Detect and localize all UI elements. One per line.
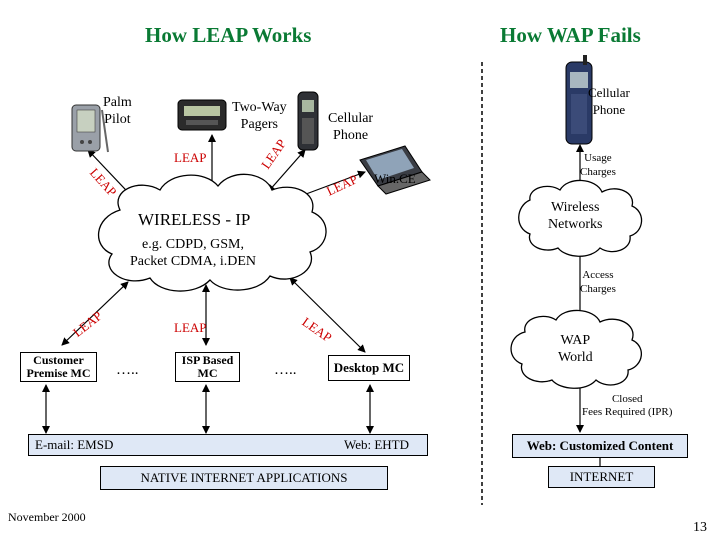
ellipsis-left: ….. [116,362,139,378]
customized-content-label: Web: Customized Content [526,438,674,453]
title-how-leap-works: How LEAP Works [145,23,312,47]
customer-premise-mc-box: Customer Premise MC [20,352,97,382]
customer-premise-mc-label: Customer Premise MC [26,353,91,380]
leap-label-pager: LEAP [174,150,207,165]
page-number: 13 [693,520,707,535]
wireless-ip-examples: e.g. CDPD, GSM, Packet CDMA, i.DEN [130,237,256,269]
wireless-ip-title: WIRELESS - IP [138,210,251,229]
native-internet-apps-label: NATIVE INTERNET APPLICATIONS [140,470,348,485]
two-way-pager-icon [177,99,227,131]
footer-date: November 2000 [8,510,86,524]
cellular-phone-icon [297,91,319,151]
cellular-phone-label: Cellular Phone [328,111,374,143]
email-emsd-box: E-mail: EMSD Web: EHTD [28,434,428,456]
title-how-wap-fails: How WAP Fails [500,23,641,47]
two-way-pagers-label: Two-Way Pagers [232,100,287,132]
wap-cellular-phone-label: Cellular Phone [588,85,630,117]
win-ce-device-icon [359,145,431,195]
wireless-networks-label: Wireless Networks [548,200,603,232]
desktop-mc-label: Desktop MC [333,360,405,375]
leap-label-isp: LEAP [174,320,207,335]
isp-based-mc-box: ISP Based MC [175,352,240,382]
ellipsis-right: ….. [274,362,297,378]
palm-pilot-icon [71,104,109,153]
access-charges-label: Access Charges [580,269,616,295]
internet-label: INTERNET [569,469,634,484]
wap-world-cloud [510,309,642,389]
desktop-mc-box: Desktop MC [328,355,410,381]
connector-customer [61,281,129,346]
connector-phone [267,149,306,193]
wireless-cloud [97,173,327,292]
customized-content-box: Web: Customized Content [512,434,688,458]
internet-box: INTERNET [548,466,655,488]
win-ce-label: Win.CE [374,171,416,186]
isp-based-mc-label: ISP Based MC [181,353,234,380]
closed-fees-label: Closed Fees Required (IPR) [582,393,673,418]
email-emsd-label: E-mail: EMSD [35,437,114,452]
native-internet-apps-box: NATIVE INTERNET APPLICATIONS [100,466,388,490]
wap-world-label: WAP World [558,333,593,365]
wireless-networks-cloud [518,179,643,257]
usage-charges-label: Usage Charges [580,152,616,178]
palm-pilot-label: Palm Pilot [103,95,132,127]
wap-cellular-phone-icon [565,55,593,145]
connector-desktop [289,277,366,353]
web-ehtd-label: Web: EHTD [343,437,409,452]
